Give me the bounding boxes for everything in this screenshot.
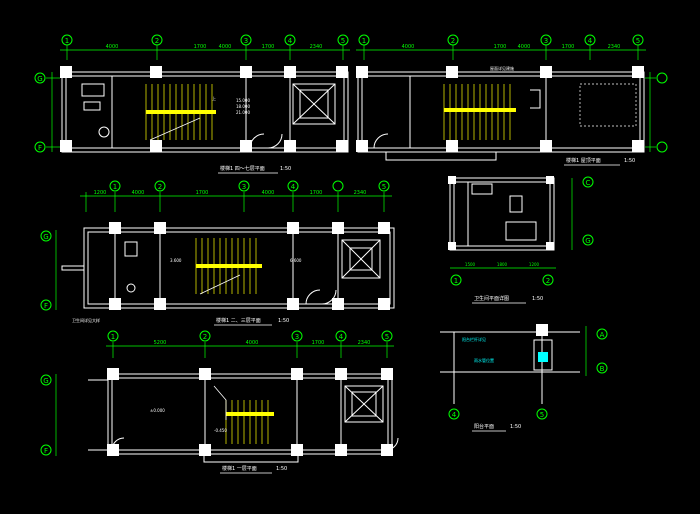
axis-label: 4 — [288, 37, 293, 45]
axis-label: 3 — [544, 37, 548, 45]
level-text: -0.450 — [214, 428, 227, 433]
view-title: 阳台平面 — [474, 423, 494, 430]
dimension-text: 2340 — [310, 44, 323, 50]
view-title: 楼梯1 屋顶平面 — [566, 157, 601, 164]
plan-middle-left: 1 2 3 4 5 G F 1200 4000 1700 4000 1700 2… — [40, 180, 395, 326]
axis-label: 2 — [203, 333, 207, 341]
axis-label: G — [43, 233, 48, 241]
view-scale: 1:50 — [510, 424, 521, 430]
axis-label: 1 — [454, 277, 458, 285]
axis-label: B — [600, 365, 605, 373]
level-text: ±0.000 — [150, 408, 165, 413]
level-text: 21.000 — [236, 110, 250, 115]
roof-note: 屋面详见建施 — [490, 65, 514, 71]
view-title: 楼梯1 一层平面 — [222, 465, 257, 472]
column — [536, 324, 548, 336]
drain-pipe-icon — [538, 352, 548, 362]
axis-label: 3 — [244, 37, 248, 45]
axis-label: 5 — [385, 333, 389, 341]
dimension-text: 4000 — [106, 44, 119, 50]
cyan-note: 阳台栏杆详见 — [462, 336, 486, 342]
stair-handrail — [444, 108, 516, 112]
axis-label: 1 — [113, 183, 117, 191]
view-title: 楼梯1 四～七层平面 — [220, 165, 265, 172]
axis-label: 1 — [111, 333, 115, 341]
dimension-text: 1700 — [312, 340, 325, 346]
view-scale: 1:50 — [532, 296, 543, 302]
axis-label: 2 — [155, 37, 159, 45]
axis-label: 4 — [588, 37, 593, 45]
axis-label: G — [37, 75, 42, 83]
axis-label: 2 — [546, 277, 550, 285]
axis-label: F — [44, 302, 48, 310]
dimension-text: 1500 — [465, 262, 476, 267]
view-title: 楼梯1 二、三层平面 — [216, 317, 261, 324]
stair-direction: 上 — [212, 95, 216, 101]
stair-handrail — [196, 264, 262, 268]
axis-label: 4 — [339, 333, 344, 341]
axis-label: 3 — [242, 183, 246, 191]
dimension-text: 1800 — [497, 262, 508, 267]
plan-bottom-left: 1 2 3 4 5 G F 5200 4000 1700 2340 — [40, 330, 399, 474]
axis-label: F — [38, 144, 42, 152]
axis-label: 1 — [65, 37, 69, 45]
axis-label: C — [586, 179, 591, 187]
axis-label: 3 — [295, 333, 299, 341]
stair-handrail — [146, 110, 216, 114]
axis-label: F — [44, 447, 48, 455]
detail-balcony: A B 4 5 阳台栏杆详见 雨水管位置 阳台平面 1:50 — [440, 324, 608, 432]
level-text: 6.600 — [290, 258, 302, 263]
dimension-text: 4000 — [402, 44, 415, 50]
dimension-text: 4000 — [262, 190, 275, 196]
dimension-text: 2340 — [354, 190, 367, 196]
dimension-text: 1700 — [310, 190, 323, 196]
view-scale: 1:50 — [276, 466, 287, 472]
level-text: 18.000 — [236, 104, 250, 109]
axis-label: 1 — [362, 37, 366, 45]
dimension-text: 1200 — [94, 190, 107, 196]
axis-label: G — [585, 237, 590, 245]
dimension-text: 5200 — [154, 340, 167, 346]
dimension-text: 1700 — [194, 44, 207, 50]
axis-label: A — [600, 331, 605, 339]
axis-label: 4 — [291, 183, 296, 191]
axis-label: G — [43, 377, 48, 385]
dimension-text: 1700 — [262, 44, 275, 50]
view-title: 卫生间平面详图 — [474, 295, 509, 302]
plan-top-left: 1 2 3 4 5 G F 4000 1700 4000 1700 2340 — [34, 34, 350, 174]
dimension-text: 4000 — [246, 340, 259, 346]
axis-label: 5 — [636, 37, 640, 45]
axis-label: 4 — [452, 411, 457, 419]
detail-toilet: C G 1 2 1500 1800 1200 卫生间平面详图 1 — [448, 176, 594, 304]
axis-label: 2 — [451, 37, 455, 45]
dimension-text: 4000 — [219, 44, 232, 50]
plan-top-right: 1 2 3 4 5 4000 1700 4000 1700 2340 — [356, 34, 668, 166]
dimension-text: 4000 — [132, 190, 145, 196]
view-scale: 1:50 — [280, 166, 291, 172]
dimension-text: 4000 — [518, 44, 531, 50]
dimension-text: 1700 — [562, 44, 575, 50]
dimension-text: 2340 — [608, 44, 621, 50]
dimension-text: 1700 — [494, 44, 507, 50]
cyan-note: 雨水管位置 — [474, 357, 494, 363]
note-text: 卫生间详见大样 — [72, 317, 100, 323]
view-scale: 1:50 — [624, 158, 635, 164]
level-text: 3.600 — [170, 258, 182, 263]
dimension-text: 1200 — [529, 262, 540, 267]
axis-label: 2 — [158, 183, 162, 191]
dimension-text: 2340 — [358, 340, 371, 346]
dimension-text: 1700 — [196, 190, 209, 196]
stair-handrail — [226, 412, 274, 416]
axis-label: 5 — [540, 411, 544, 419]
axis-label: 5 — [341, 37, 345, 45]
view-scale: 1:50 — [278, 318, 289, 324]
axis-label: 5 — [382, 183, 386, 191]
level-text: 15.000 — [236, 98, 250, 103]
